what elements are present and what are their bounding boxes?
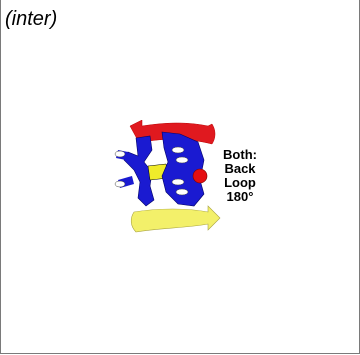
skydiver-figure-icon [115,132,207,206]
caption-line-4: 180° [220,190,260,204]
formation-label: (inter) [5,8,57,30]
yellow-arrow-right-icon [131,206,220,232]
maneuver-caption: Both: Back Loop 180° [220,148,260,204]
caption-line-1: Both: [220,148,260,162]
caption-line-2: Back [220,162,260,176]
caption-line-3: Loop [220,176,260,190]
